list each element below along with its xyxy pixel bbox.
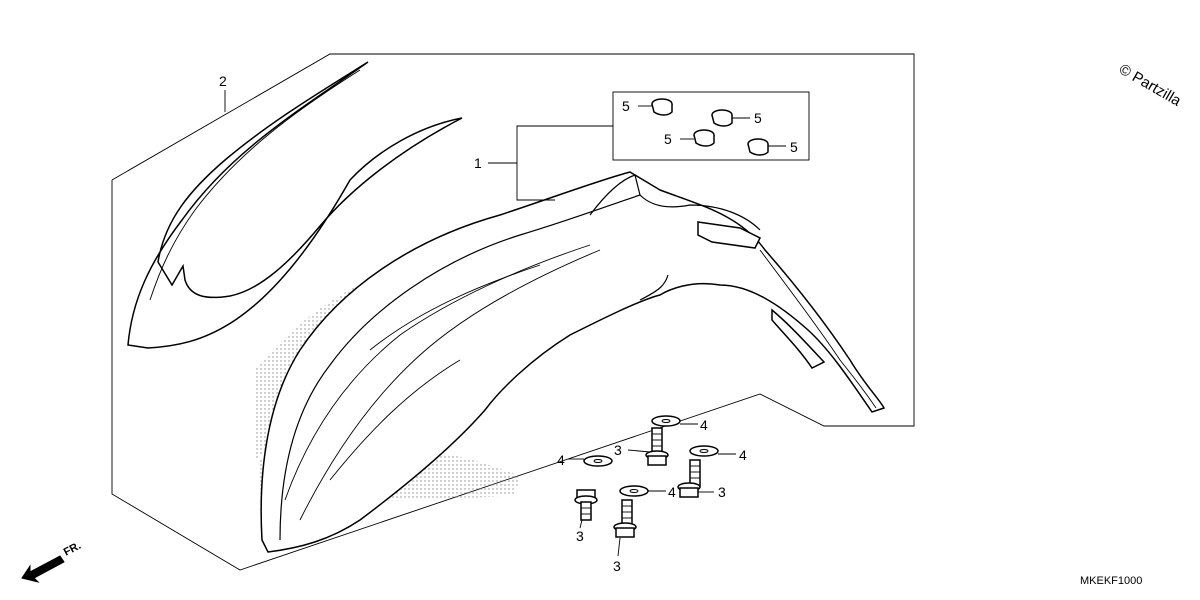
bolt-c <box>574 489 598 529</box>
grommet-a <box>638 98 673 116</box>
bolt-a <box>627 427 669 466</box>
callout-3-b: 3 <box>718 484 726 500</box>
front-label: FR. <box>62 540 83 559</box>
bolt-b <box>677 459 714 498</box>
callout-4-c: 4 <box>557 452 565 468</box>
callout-5-c: 5 <box>664 131 672 147</box>
grommet-b <box>711 109 750 127</box>
callout-5-a: 5 <box>622 98 630 114</box>
callout-4-d: 4 <box>668 484 676 500</box>
front-arrow-icon <box>21 555 65 583</box>
callout-2: 2 <box>219 73 227 89</box>
bolt-group-part-3 <box>574 427 714 557</box>
front-direction-indicator: FR. <box>21 540 83 583</box>
callout-4-b: 4 <box>739 447 747 463</box>
callout-3-a: 3 <box>614 442 622 458</box>
callout-1: 1 <box>474 155 482 171</box>
callout-5-d: 5 <box>790 139 798 155</box>
washer-b <box>689 445 736 457</box>
decal-part-2 <box>127 61 463 349</box>
diagram-reference-code: MKEKF1000 <box>1080 575 1142 587</box>
grommet-group-part-5 <box>638 98 786 156</box>
bolt-d <box>613 499 637 557</box>
front-fender-part-1 <box>255 171 886 553</box>
callout-3-c: 3 <box>576 528 584 544</box>
washer-c <box>568 455 613 467</box>
callout-leader-1 <box>488 91 810 201</box>
washer-a <box>651 415 698 427</box>
callout-5-b: 5 <box>754 110 762 126</box>
assembly-boundary <box>111 53 915 571</box>
copyright-watermark: © Partzilla <box>1116 61 1184 110</box>
callout-4-a: 4 <box>700 417 708 433</box>
callout-3-d: 3 <box>613 558 621 574</box>
washer-group-part-4 <box>568 415 736 497</box>
washer-d <box>619 485 666 497</box>
grommet-c <box>680 129 715 147</box>
grommet-d <box>747 138 786 156</box>
